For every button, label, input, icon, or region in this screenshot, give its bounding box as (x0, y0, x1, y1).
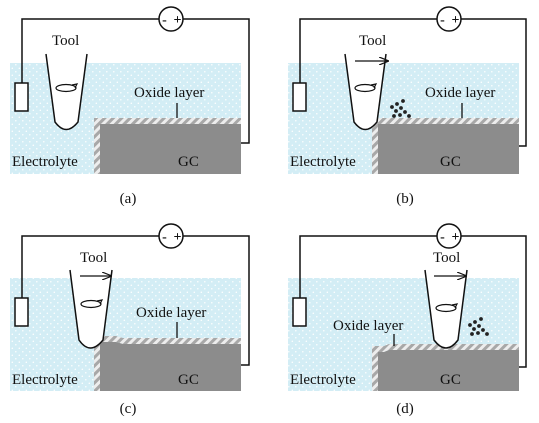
gc-label: GC (440, 154, 461, 170)
tool-label: Tool (359, 33, 386, 49)
electrolyte-label: Electrolyte (12, 154, 78, 170)
dot-cluster-icon (390, 99, 411, 118)
oxide-layer (94, 336, 241, 391)
source-minus-sign: - (162, 13, 167, 28)
source-plus-sign: + (174, 13, 182, 28)
oxide-layer (372, 344, 519, 391)
oxide-layer-label: Oxide layer (333, 318, 403, 334)
tool-electrode (69, 269, 113, 349)
counter-electrode (14, 297, 29, 327)
counter-electrode (292, 82, 307, 112)
source-plus-sign: + (452, 230, 460, 245)
source-minus-sign: - (440, 230, 445, 245)
gc-label: GC (440, 372, 461, 388)
dc-source-icon: - + (158, 223, 184, 249)
source-plus-sign: + (452, 13, 460, 28)
panel-c: - + Tool Oxide layer Electrolyte GC (c) (10, 223, 250, 417)
gc-workpiece (378, 350, 519, 391)
rotation-arrow-icon (435, 303, 459, 313)
electrolyte-label: Electrolyte (290, 372, 356, 388)
dc-source-icon: - + (436, 6, 462, 32)
electrolyte-label: Electrolyte (12, 372, 78, 388)
oxide-layer-label: Oxide layer (425, 85, 495, 101)
rotation-arrow-icon (354, 83, 378, 93)
panel-caption: (a) (120, 191, 137, 207)
panel-d: - + Tool Oxide layer Electrolyte GC (d) (288, 223, 527, 417)
panel-caption: (b) (396, 191, 414, 207)
oxide-layer-label: Oxide layer (136, 305, 206, 321)
panel-caption: (d) (396, 401, 414, 417)
tool-label: Tool (52, 33, 79, 49)
electrolyte-label: Electrolyte (290, 154, 356, 170)
dc-source-icon: - + (436, 223, 462, 249)
panel-a: - + Tool Oxide layer Electrolyte GC (a) (10, 6, 250, 207)
tool-label: Tool (80, 250, 107, 266)
tool-electrode (424, 269, 468, 349)
source-minus-sign: - (440, 13, 445, 28)
dot-cluster-icon (468, 317, 489, 336)
oxide-layer (372, 118, 519, 174)
source-minus-sign: - (162, 230, 167, 245)
dc-source-icon: - + (158, 6, 184, 32)
gc-label: GC (178, 372, 199, 388)
oxide-layer (94, 118, 241, 174)
rotation-arrow-icon (55, 83, 79, 93)
tool-label: Tool (433, 250, 460, 266)
gc-workpiece (100, 124, 241, 174)
counter-electrode (292, 297, 307, 327)
panel-caption: (c) (120, 401, 137, 417)
panel-b: - + Tool Oxide layer Electrolyte GC (b) (288, 6, 527, 207)
source-plus-sign: + (174, 230, 182, 245)
gc-workpiece (100, 342, 241, 391)
counter-electrode (14, 82, 29, 112)
rotation-arrow-icon (80, 299, 104, 309)
gc-workpiece (378, 124, 519, 174)
gc-label: GC (178, 154, 199, 170)
oxide-layer-label: Oxide layer (134, 85, 204, 101)
